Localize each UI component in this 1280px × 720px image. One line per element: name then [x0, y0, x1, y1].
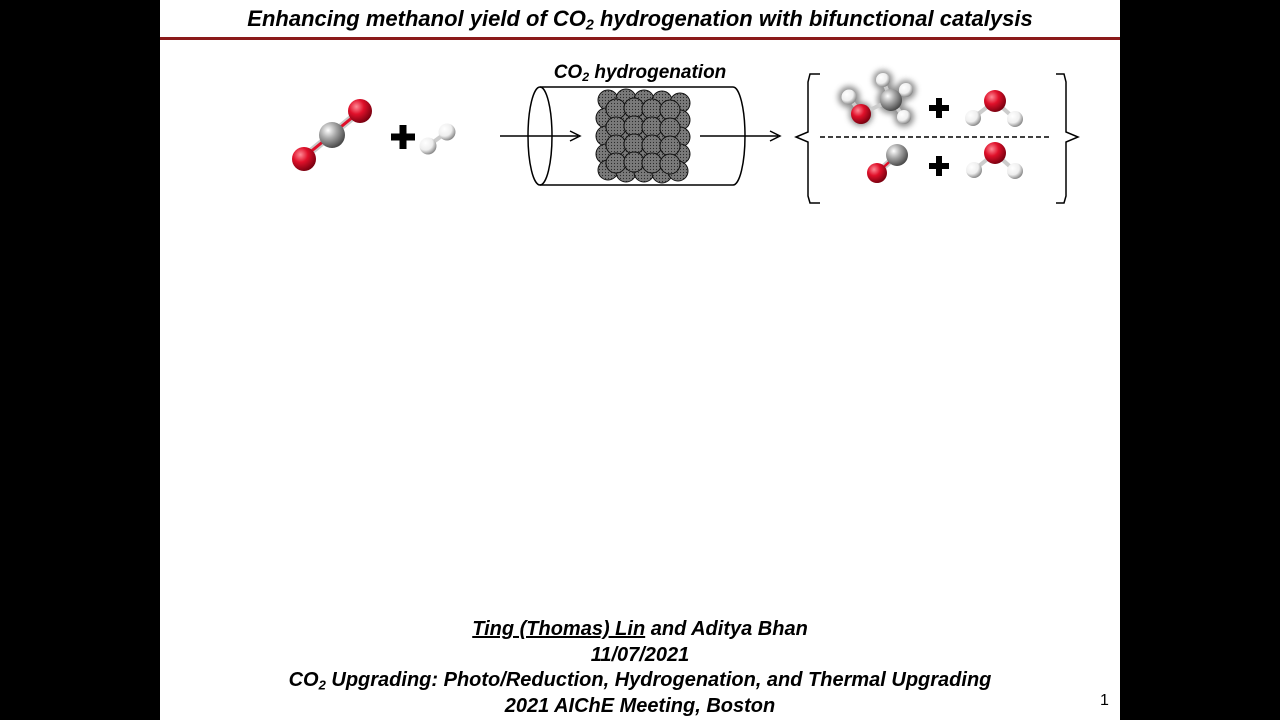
plus-icon	[929, 156, 949, 176]
session-text: CO	[288, 669, 319, 691]
title-rule	[160, 37, 1120, 40]
water-molecule-icon	[966, 142, 1023, 179]
left-brace-icon	[794, 73, 820, 204]
session-subscript: 2	[318, 677, 326, 693]
session-line: CO2 Upgrading: Photo/Reduction, Hydrogen…	[160, 668, 1120, 694]
authors-line: Ting (Thomas) Lin and Aditya Bhan	[160, 617, 1120, 643]
reactor-tube-icon	[527, 86, 746, 186]
arrow-right-icon	[700, 130, 782, 142]
reaction-scheme	[292, 70, 1080, 204]
session-text-end: Upgrading: Photo/Reduction, Hydrogenatio…	[325, 669, 992, 691]
co-molecule-icon	[867, 144, 908, 183]
plus-icon	[929, 98, 949, 118]
reactor-label: CO2 hydrogenation	[490, 62, 790, 84]
meeting-line: 2021 AIChE Meeting, Boston	[504, 694, 776, 717]
methanol-molecule-icon	[838, 70, 916, 127]
plus-icon	[391, 125, 415, 149]
slide: Enhancing methanol yield of CO2 hydrogen…	[160, 0, 1120, 720]
catalyst-bed-icon	[595, 88, 691, 184]
water-molecule-icon	[965, 90, 1023, 127]
co2-molecule-icon	[292, 99, 372, 171]
title-text-end: hydrogenation with bifunctional catalysi…	[593, 6, 1033, 31]
title-text: Enhancing methanol yield of CO	[247, 6, 586, 31]
coauthor-name: and Aditya Bhan	[645, 618, 808, 640]
h2-molecule-icon	[419, 123, 456, 155]
slide-title: Enhancing methanol yield of CO2 hydrogen…	[160, 6, 1120, 34]
date-line: 11/07/2021	[590, 643, 690, 666]
arrow-right-icon	[500, 130, 582, 142]
presenter-name: Ting (Thomas) Lin	[472, 618, 646, 640]
title-subscript: 2	[585, 17, 594, 34]
right-brace-icon	[1056, 73, 1080, 204]
reactor-label-subscript: 2	[582, 70, 590, 85]
reactor-label-text-end: hydrogenation	[589, 62, 727, 83]
presentation-footer: Ting (Thomas) Lin and Aditya Bhan 11/07/…	[160, 617, 1120, 719]
page-number: 1	[1100, 692, 1109, 709]
reactor-label-text: CO	[553, 62, 583, 83]
